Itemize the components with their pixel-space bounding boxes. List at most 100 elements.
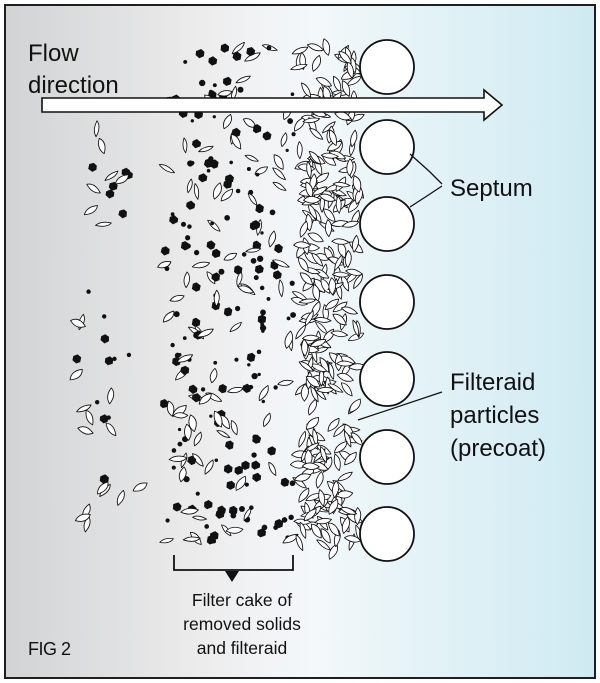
precoat-particle (332, 181, 351, 188)
filteraid-particle (184, 423, 192, 441)
solid-particle (191, 282, 201, 292)
precoat-particle (311, 54, 322, 72)
precoat-particle (335, 195, 342, 214)
precoat-particle (290, 63, 308, 71)
solid-particle (252, 434, 262, 444)
precoat-particle (313, 317, 332, 323)
septum-pointer-lines (409, 153, 443, 208)
precoat-particle (302, 117, 321, 123)
precoat-particle (299, 272, 314, 286)
precoat-particle (311, 186, 328, 196)
precoat-particle (310, 385, 319, 403)
solid-particle (225, 440, 234, 450)
filteraid-particle (107, 387, 115, 405)
precoat-particle (314, 517, 332, 525)
filteraid-particle (223, 252, 238, 261)
solid-particle (246, 47, 256, 57)
fine-particle (241, 252, 247, 257)
solid-particle (251, 460, 261, 470)
fine-particle (289, 280, 295, 286)
solid-particle (211, 248, 221, 258)
precoat-particle (309, 339, 327, 347)
filteraid-particle (162, 310, 175, 323)
filteraid-particle (86, 183, 101, 194)
filteraid-particle (236, 270, 243, 287)
filteraid-particle (183, 271, 191, 289)
solid-particle (220, 43, 230, 53)
filteraid-particle (284, 330, 294, 349)
filteraid-particle (188, 414, 197, 432)
precoat-particle (300, 383, 309, 402)
solid-particle (191, 393, 201, 403)
filteraid-particle (277, 379, 294, 386)
precoat-particle (309, 128, 324, 140)
precoat-particle (306, 161, 312, 179)
precoat-particle (308, 150, 322, 165)
precoat-particle (318, 489, 325, 507)
precoat-particle (299, 521, 307, 539)
precoat-particle (302, 334, 320, 342)
fine-particle (212, 83, 217, 88)
precoat-particle (316, 386, 335, 394)
fine-particle (234, 357, 239, 362)
precoat-particle (327, 417, 340, 432)
filteraid-particle (243, 507, 252, 521)
fine-particle (185, 235, 191, 241)
fine-particle (213, 360, 218, 365)
precoat-particle (353, 273, 363, 290)
filteraid-particle (247, 192, 258, 206)
figure-frame: Flow direction Septum Filteraid particle… (4, 4, 596, 679)
filteraid-particle (132, 482, 148, 492)
precoat-particle (298, 487, 310, 503)
filteraid-particle (104, 170, 119, 181)
solid-particle (274, 243, 283, 254)
precoat-particle (319, 357, 330, 373)
solid-particle (203, 158, 213, 168)
septum-circle (359, 274, 415, 330)
septum-circle (359, 506, 415, 562)
precoat-particle (346, 158, 354, 177)
filteraid-particle (235, 75, 251, 84)
precoat-particle (327, 522, 340, 537)
fine-particle (266, 45, 272, 51)
precoat-particle (299, 220, 308, 238)
filteraid-particle (207, 219, 221, 232)
solid-particle (206, 240, 216, 250)
fine-particle (281, 517, 288, 523)
precoat-particle (341, 80, 351, 97)
filteraid-line: Filteraid (450, 369, 536, 396)
precoat-particle (332, 480, 340, 499)
fine-particle (287, 118, 294, 124)
precoat-particle (333, 423, 346, 438)
solid-particle (257, 314, 267, 324)
fine-particle (170, 342, 175, 348)
precoat-particle (333, 441, 348, 454)
precoat-particle (303, 508, 317, 522)
filteraid-particle (282, 533, 299, 544)
fine-particle (182, 336, 187, 341)
filteraid-particle (204, 459, 214, 475)
solid-particle (232, 51, 242, 61)
fine-particle (291, 132, 296, 137)
filteraid-particle (229, 321, 242, 333)
fine-particle (195, 491, 200, 496)
solid-particle (223, 464, 233, 474)
filteraid-particle (169, 295, 185, 302)
precoat-particle (351, 234, 359, 253)
solid-particle (204, 500, 213, 510)
precoat-particle (332, 271, 350, 278)
filteraid-particle (206, 271, 216, 285)
filteraid-particle (69, 368, 83, 381)
precoat-particle (344, 430, 352, 448)
solid-particle (267, 446, 276, 456)
filteraid-particle (230, 133, 242, 150)
filteraid-particle (244, 154, 259, 162)
precoat-particle (296, 141, 303, 160)
solid-particle (233, 265, 243, 275)
solid-particle (195, 49, 205, 59)
fine-particle (212, 115, 216, 119)
filteraid-line: particles (450, 402, 540, 429)
precoat-particle (333, 453, 341, 472)
filter-cake-line: Filter cake of (191, 590, 293, 610)
precoat-particle (295, 324, 306, 340)
